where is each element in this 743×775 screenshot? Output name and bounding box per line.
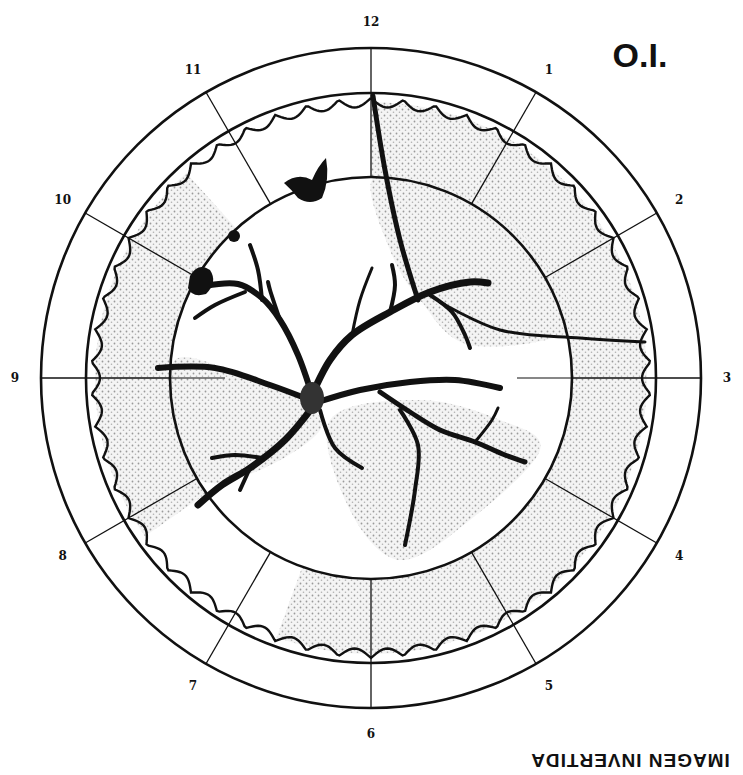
- clock-hour: 5: [545, 680, 553, 692]
- hour-divider: [370, 579, 371, 708]
- blood-vessel: [268, 282, 280, 320]
- hour-divider: [472, 552, 537, 664]
- ring-circle: [41, 48, 701, 708]
- clock-rings: [41, 48, 701, 708]
- blood-vessel: [440, 302, 645, 342]
- lesion: [284, 158, 327, 202]
- hour-tick: [170, 377, 225, 378]
- clock-hour: 11: [185, 64, 202, 76]
- blood-vessel: [390, 265, 395, 312]
- eye-label: O.I.: [613, 38, 668, 72]
- lesion: [188, 267, 213, 295]
- inverted-image-note: IMAGEN INVERTIDA: [530, 751, 730, 770]
- hour-divider: [41, 377, 170, 378]
- hour-divider: [545, 479, 657, 544]
- blood-vessel: [198, 408, 312, 505]
- hour-divider: [85, 479, 197, 544]
- clock-hour: 9: [11, 372, 19, 384]
- hour-divider: [545, 213, 657, 278]
- ring-circle: [86, 93, 656, 663]
- blood-vessel: [430, 295, 470, 348]
- hour-divider: [370, 48, 371, 177]
- blood-vessel: [212, 455, 262, 458]
- clock-hour: 1: [545, 64, 553, 76]
- blood-vessel: [250, 245, 262, 300]
- blood-vessel: [320, 410, 362, 468]
- blood-vessel: [195, 292, 245, 318]
- blood-vessel: [373, 96, 418, 300]
- hour-tick: [517, 377, 572, 378]
- clock-hour: 12: [363, 16, 380, 28]
- optic-disc: [300, 382, 324, 414]
- ring-circle: [170, 177, 572, 579]
- clock-hour: 10: [54, 194, 71, 206]
- clock-hour: 3: [723, 372, 731, 384]
- blood-vessel: [240, 468, 250, 490]
- clock-hour: 4: [675, 550, 683, 562]
- blood-vessel: [475, 408, 498, 442]
- hour-divider: [85, 213, 197, 278]
- hour-divider: [206, 92, 271, 204]
- hour-divider: [472, 92, 537, 204]
- blood-vessel: [400, 410, 419, 545]
- clock-hour: 8: [59, 550, 67, 562]
- ora-serrata: [92, 98, 650, 658]
- hour-divider: [572, 377, 701, 378]
- clock-hour: 7: [189, 680, 197, 692]
- clock-hour: 6: [367, 728, 375, 740]
- lesion: [228, 230, 240, 242]
- clock-hour: 2: [675, 194, 683, 206]
- blood-vessel: [380, 392, 525, 462]
- blood-vessel: [158, 367, 310, 400]
- stipple-area: [370, 175, 574, 346]
- hour-divider: [206, 552, 271, 664]
- retinal-vessels: [158, 96, 645, 545]
- blood-vessel: [352, 268, 372, 335]
- blood-vessel: [318, 380, 500, 402]
